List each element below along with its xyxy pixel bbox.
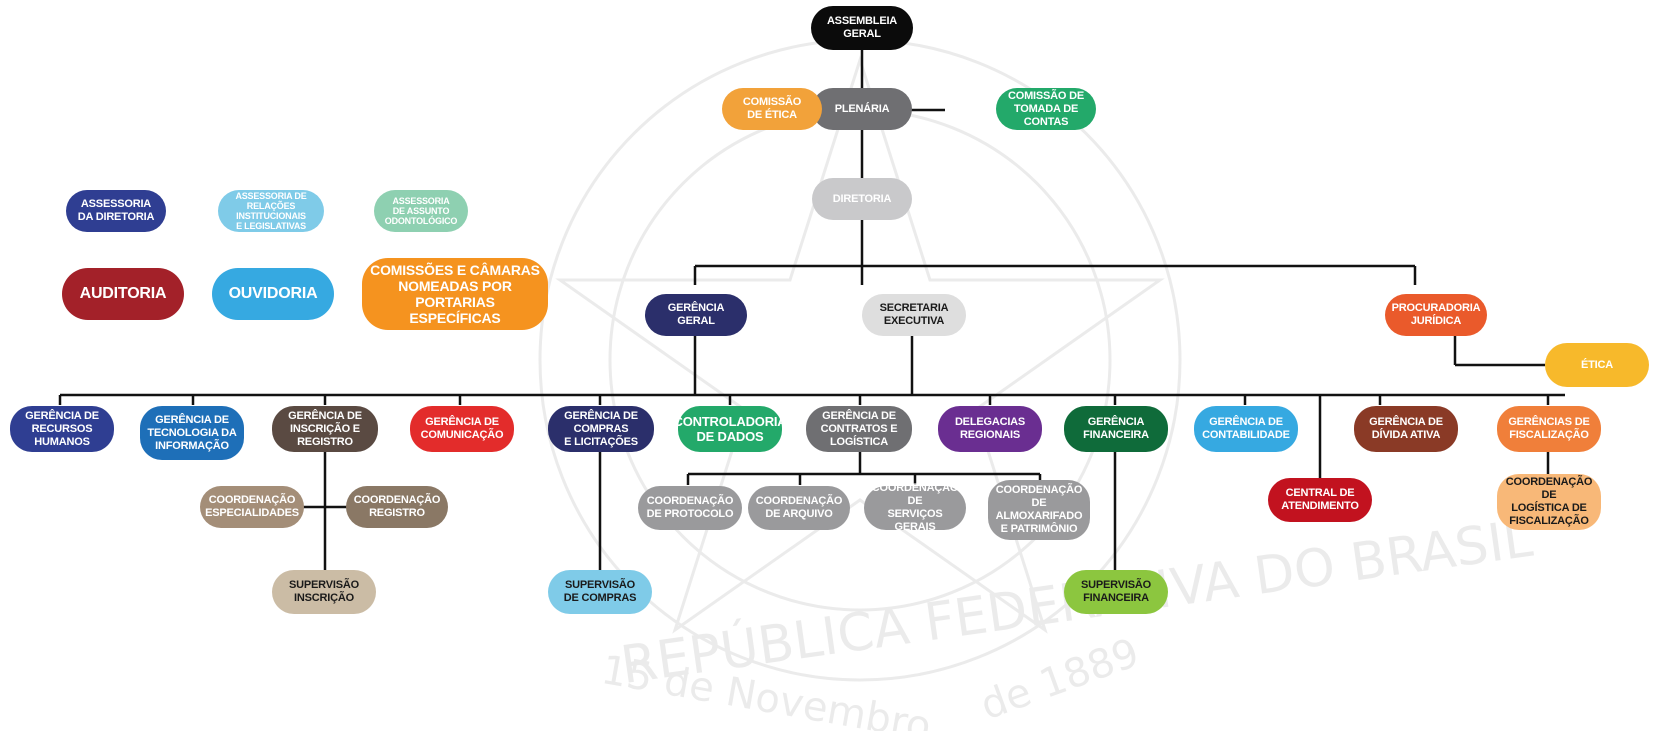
node-sup-compras[interactable]: SUPERVISÃO DE COMPRAS <box>548 570 652 614</box>
node-coord-registro[interactable]: COORDENAÇÃO REGISTRO <box>346 486 448 528</box>
node-gerencia-ti[interactable]: GERÊNCIA DE TECNOLOGIA DA INFORMAÇÃO <box>140 406 244 460</box>
node-assembleia-geral[interactable]: ASSEMBLEIA GERAL <box>811 6 913 50</box>
node-coord-especialidades[interactable]: COORDENAÇÃO ESPECIALIDADES <box>200 486 304 528</box>
node-gerencia-contabilidade[interactable]: GERÊNCIA DE CONTABILIDADE <box>1194 406 1298 452</box>
node-gerencia-contratos[interactable]: GERÊNCIA DE CONTRATOS E LOGÍSTICA <box>806 406 912 452</box>
node-central-atendimento[interactable]: CENTRAL DE ATENDIMENTO <box>1268 478 1372 522</box>
node-coord-arquivo[interactable]: COORDENAÇÃO DE ARQUIVO <box>748 486 850 530</box>
node-gerencia-inscricao[interactable]: GERÊNCIA DE INSCRIÇÃO E REGISTRO <box>272 406 378 452</box>
node-etica[interactable]: ÉTICA <box>1545 343 1649 387</box>
node-gerencia-comunicacao[interactable]: GERÊNCIA DE COMUNICAÇÃO <box>410 406 514 452</box>
node-assessoria-odontologico[interactable]: ASSESSORIA DE ASSUNTO ODONTOLÓGICO <box>374 190 468 232</box>
node-coord-almoxarifado[interactable]: COORDENAÇÃO DE ALMOXARIFADO E PATRIMÔNIO <box>988 480 1090 540</box>
watermark-seal: REPÚBLICA FEDERATIVA DO BRASIL 15 de Nov… <box>538 38 1536 731</box>
node-gerencia-fiscalizacao[interactable]: GERÊNCIAS DE FISCALIZAÇÃO <box>1497 406 1601 452</box>
node-gerencia-compras[interactable]: GERÊNCIA DE COMPRAS E LICITAÇÕES <box>548 406 654 452</box>
node-comissoes-camaras[interactable]: COMISSÕES E CÂMARAS NOMEADAS POR PORTARI… <box>362 258 548 330</box>
node-sup-financeira[interactable]: SUPERVISÃO FINANCEIRA <box>1064 570 1168 614</box>
node-secretaria-executiva[interactable]: SECRETARIA EXECUTIVA <box>862 294 966 336</box>
node-sup-inscricao[interactable]: SUPERVISÃO INSCRIÇÃO <box>272 570 376 614</box>
node-assessoria-relacoes[interactable]: ASSESSORIA DE RELAÇÕES INSTITUCIONAIS E … <box>218 190 324 232</box>
node-coord-logistica-fiscalizacao[interactable]: COORDENAÇÃO DE LOGÍSTICA DE FISCALIZAÇÃO <box>1497 474 1601 530</box>
node-gerencia-financeira[interactable]: GERÊNCIA FINANCEIRA <box>1064 406 1168 452</box>
node-gerencia-rh[interactable]: GERÊNCIA DE RECURSOS HUMANOS <box>10 406 114 452</box>
node-auditoria[interactable]: AUDITORIA <box>62 268 184 320</box>
node-comissao-tomada-contas[interactable]: COMISSÃO DE TOMADA DE CONTAS <box>996 88 1096 130</box>
node-procuradoria-juridica[interactable]: PROCURADORIA JURÍDICA <box>1385 294 1487 336</box>
node-delegacias[interactable]: DELEGACIAS REGIONAIS <box>938 406 1042 452</box>
node-gerencia-divida[interactable]: GERÊNCIA DE DÍVIDA ATIVA <box>1354 406 1458 452</box>
node-plenaria[interactable]: PLENÁRIA <box>812 88 912 130</box>
node-coord-servicos[interactable]: COORDENAÇÃO DE SERVIÇOS GERAIS <box>864 482 966 533</box>
node-coord-protocolo[interactable]: COORDENAÇÃO DE PROTOCOLO <box>638 486 742 530</box>
node-gerencia-geral[interactable]: GERÊNCIA GERAL <box>645 294 747 336</box>
node-diretoria[interactable]: DIRETORIA <box>812 178 912 220</box>
node-controladoria[interactable]: CONTROLADORIA DE DADOS <box>674 406 787 452</box>
node-ouvidoria[interactable]: OUVIDORIA <box>212 268 334 320</box>
node-comissao-etica[interactable]: COMISSÃO DE ÉTICA <box>722 88 822 130</box>
seal-text-right: de 1889 <box>975 630 1145 729</box>
node-assessoria-diretoria[interactable]: ASSESSORIA DA DIRETORIA <box>66 190 166 232</box>
